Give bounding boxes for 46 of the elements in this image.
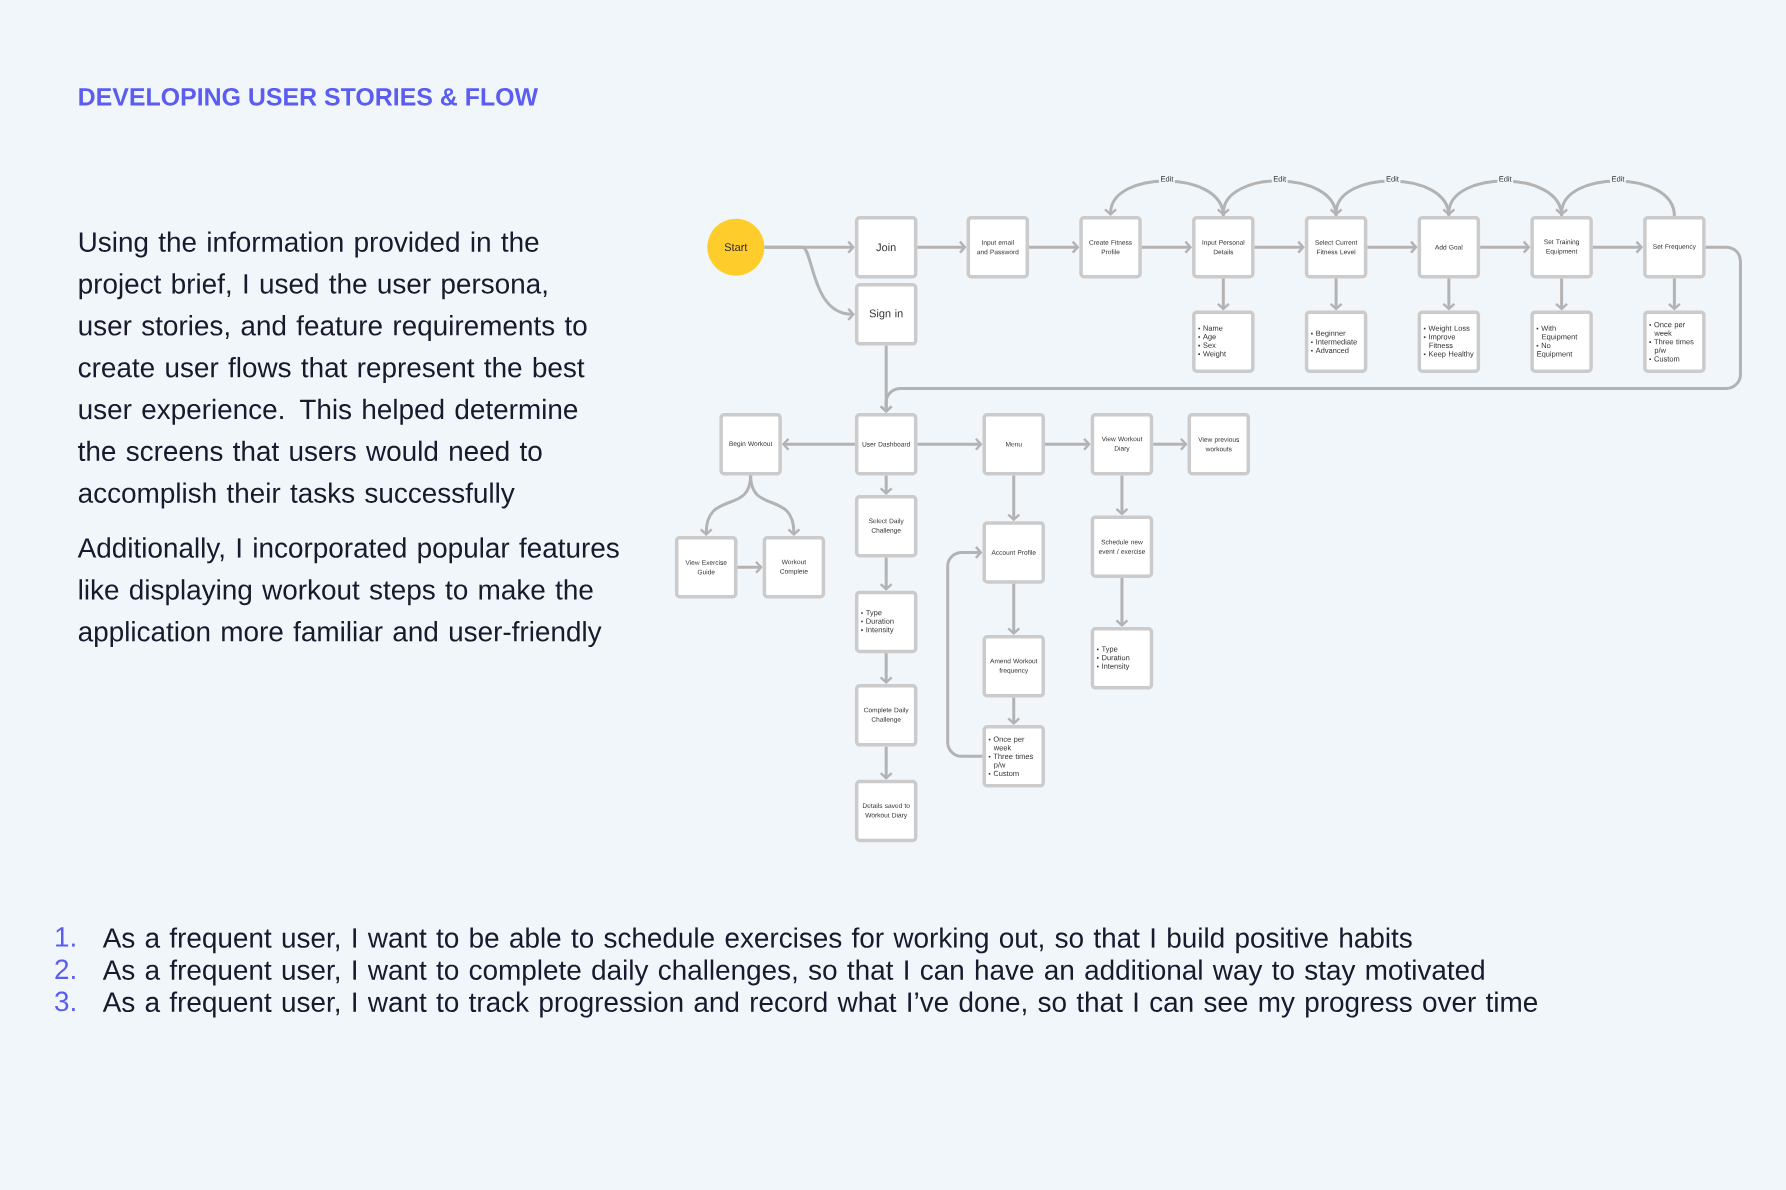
arrow (879, 475, 893, 495)
arrow (749, 475, 801, 536)
arrow (1329, 278, 1343, 311)
title: DEVELOPING USER STORIES & FLOW (79, 87, 538, 106)
arrow (1153, 437, 1188, 451)
arrow (946, 546, 983, 758)
arrow (1217, 278, 1230, 311)
arrow (879, 746, 893, 780)
arrow (1007, 583, 1021, 635)
arrow (1442, 278, 1456, 311)
flow-box: Sign in (854, 283, 918, 346)
arrow (917, 240, 967, 254)
arrow (879, 557, 893, 591)
list-number: 2. (55, 959, 75, 979)
list-number: 3. (55, 991, 75, 1012)
arrow (1480, 240, 1531, 254)
arrow (1007, 475, 1021, 522)
list-number: 1. (56, 927, 75, 947)
arrow (1555, 278, 1568, 311)
arrow (1029, 240, 1080, 254)
arrow (879, 653, 893, 684)
arrow (917, 437, 983, 451)
story-text: As a frequent user, I want to track progression and record what I’ve done, so that I can see my progress over time (102, 991, 1538, 1018)
story-text: As a frequent user, I want to complete daily challenges, so that I can have an additional way to stay motivated (102, 959, 1484, 986)
arrow (1115, 475, 1129, 516)
arrow (737, 560, 763, 574)
arrow (1442, 179, 1564, 217)
arrow (879, 245, 1742, 413)
flow-box: Join (854, 215, 918, 279)
arrow (1141, 240, 1193, 254)
arrow (1254, 240, 1305, 254)
arrow (764, 245, 855, 321)
paragraph: Using the information provided in the project brief, I used the user persona, user stories, and feature requirements to create user flows that represent the best user experience. This helped determine the screens that users would need to accomplish their tasks successfully (78, 231, 587, 509)
arrow (1104, 179, 1225, 217)
paragraph: Additionally, I incorporated popular features like displaying workout steps to make the application more familiar and user-friendly (77, 537, 619, 647)
arrow (1592, 240, 1644, 254)
arrow (1115, 577, 1129, 627)
story-text: As a frequent user, I want to be able to schedule exercises for working out, so that I build positive habits (102, 927, 1412, 954)
arrow (1367, 240, 1418, 254)
arrow (1329, 179, 1451, 217)
arrow (1217, 179, 1338, 217)
arrow (1555, 179, 1676, 217)
arrow (781, 437, 855, 451)
arrow (1668, 278, 1681, 311)
arrow (1045, 437, 1091, 451)
arrow (1007, 697, 1021, 725)
